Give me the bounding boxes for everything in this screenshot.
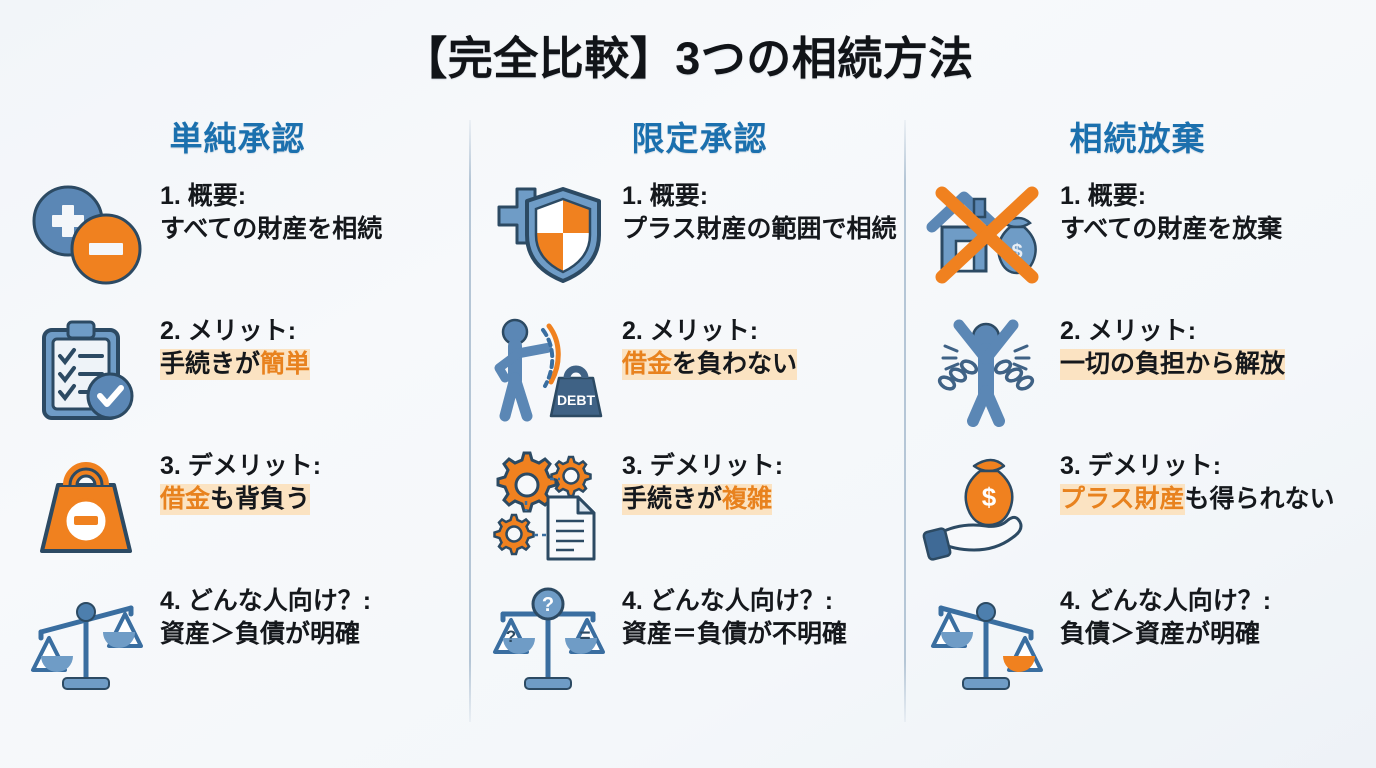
row-merit-col1: 2. メリット: 手続きが簡単: [10, 311, 465, 446]
row-body-highlight: プラス財産: [1060, 484, 1185, 516]
text-merit-col2: 2. メリット: 借金を負わない: [614, 311, 798, 382]
column-header-3: 相続放棄: [1069, 120, 1206, 157]
row-body: 手続きが簡単: [160, 348, 311, 381]
equals-sign-right: =: [579, 626, 590, 647]
dollar-sign: $: [982, 482, 997, 512]
row-label: 4. どんな人向け？:: [622, 587, 834, 615]
row-body-suffix: を負わない: [672, 350, 798, 379]
row-merit-col2: DEBT 2. メリット: 借金を負わない: [472, 311, 927, 446]
row-demerit-col3: $ 3. デメリット: プラス財産も得られない: [910, 446, 1365, 581]
page-title: 【完全比較】3つの相続方法: [402, 33, 974, 84]
row-audience-col3: 4. どんな人向け？: 負債＞資産が明確: [910, 581, 1365, 716]
row-body: 一切の負担から解放: [1060, 348, 1286, 381]
row-label: 2. メリット:: [160, 317, 297, 345]
row-overview-col2: 1. 概要: プラス財産の範囲で相続: [472, 176, 927, 311]
row-body-prefix: 手続きが: [160, 350, 261, 379]
row-label: 4. どんな人向け？:: [160, 587, 372, 615]
row-body: 手続きが複雑: [622, 483, 783, 516]
row-merit-col3: 2. メリット: 一切の負担から解放: [910, 311, 1365, 446]
column-divider-1: [469, 120, 471, 722]
row-body: すべての財産を相続: [160, 215, 383, 244]
row-body: 資産＞負債が明確: [160, 620, 361, 649]
row-body-highlight: 一切の負担から解放: [1060, 350, 1286, 379]
row-body: すべての財産を放棄: [1060, 215, 1283, 244]
text-demerit-col3: 3. デメリット: プラス財産も得られない: [1052, 446, 1335, 517]
scale-tilted-left-icon: [20, 581, 152, 699]
text-merit-col1: 2. メリット: 手続きが簡単: [152, 311, 311, 382]
row-overview-col3: $ 1. 概要: すべての財産を放棄: [910, 176, 1365, 311]
row-body-prefix: 手続きが: [622, 485, 723, 514]
row-body: 負債＞資産が明確: [1060, 620, 1261, 649]
plus-minus-circles-icon: [20, 176, 152, 294]
column-header-2: 限定承認: [631, 120, 768, 157]
row-label: 1. 概要:: [622, 182, 709, 210]
house-moneybag-crossed-icon: $: [920, 176, 1052, 294]
text-audience-col2: 4. どんな人向け？: 資産＝負債が不明確: [614, 581, 847, 652]
row-label: 2. メリット:: [1060, 317, 1197, 345]
text-demerit-col1: 3. デメリット: 借金も背負う: [152, 446, 321, 517]
row-body: プラス財産も得られない: [1060, 483, 1335, 516]
row-body-highlight: 借金: [160, 485, 211, 514]
row-label: 3. デメリット:: [160, 452, 322, 480]
column-header-1: 単純承認: [169, 120, 306, 157]
text-overview-col3: 1. 概要: すべての財産を放棄: [1052, 176, 1282, 247]
column-renunciation: 相続放棄 $ 1. 概要: す: [910, 112, 1365, 716]
scale-tilted-right-icon: [920, 581, 1052, 699]
text-overview-col2: 1. 概要: プラス財産の範囲で相続: [614, 176, 897, 247]
row-audience-col2: ? ? = 4. どんな人向け？: 資産＝負債が不明確: [472, 581, 927, 716]
row-body-suffix: も得られない: [1184, 485, 1335, 514]
row-body-highlight: 簡単: [260, 350, 311, 379]
plus-shield-icon: [482, 176, 614, 294]
text-audience-col3: 4. どんな人向け？: 負債＞資産が明確: [1052, 581, 1271, 652]
row-body-highlight: 借金: [622, 350, 673, 379]
row-audience-col1: 4. どんな人向け？: 資産＞負債が明確: [10, 581, 465, 716]
row-label: 1. 概要:: [160, 182, 247, 210]
row-body: 借金を負わない: [622, 348, 798, 381]
row-body: 資産＝負債が不明確: [622, 620, 848, 649]
row-overview-col1: 1. 概要: すべての財産を相続: [10, 176, 465, 311]
column-limited-acceptance: 限定承認 1. 概要: プラス財産の範囲で相続: [472, 112, 927, 716]
text-merit-col3: 2. メリット: 一切の負担から解放: [1052, 311, 1286, 382]
column-simple-acceptance: 単純承認 1. 概要: すべての財産を相続: [10, 112, 465, 716]
person-breaking-chains-icon: [920, 311, 1052, 429]
row-demerit-col2: 3. デメリット: 手続きが複雑: [472, 446, 927, 581]
person-pushing-debt-icon: DEBT: [482, 311, 614, 429]
scale-balanced-question-icon: ? ? =: [482, 581, 614, 699]
text-audience-col1: 4. どんな人向け？: 資産＞負債が明確: [152, 581, 371, 652]
row-body-suffix: も背負う: [210, 485, 311, 514]
row-body: 借金も背負う: [160, 483, 321, 516]
hand-moneybag-icon: $: [920, 446, 1052, 564]
row-body-highlight: 複雑: [722, 485, 773, 514]
column-divider-2: [904, 120, 906, 722]
row-body: プラス財産の範囲で相続: [622, 215, 897, 244]
clipboard-check-icon: [20, 311, 152, 429]
row-label: 3. デメリット:: [1060, 452, 1222, 480]
question-mark-left: ?: [506, 627, 516, 646]
question-mark-top: ?: [542, 594, 554, 616]
row-demerit-col1: 3. デメリット: 借金も背負う: [10, 446, 465, 581]
weight-minus-icon: [20, 446, 152, 564]
dollar-sign: $: [1011, 241, 1022, 263]
row-label: 4. どんな人向け？:: [1060, 587, 1272, 615]
text-overview-col1: 1. 概要: すべての財産を相続: [152, 176, 382, 247]
row-label: 2. メリット:: [622, 317, 759, 345]
row-label: 3. デメリット:: [622, 452, 784, 480]
text-demerit-col2: 3. デメリット: 手続きが複雑: [614, 446, 783, 517]
debt-label: DEBT: [557, 392, 596, 408]
row-label: 1. 概要:: [1060, 182, 1147, 210]
gears-document-icon: [482, 446, 614, 564]
